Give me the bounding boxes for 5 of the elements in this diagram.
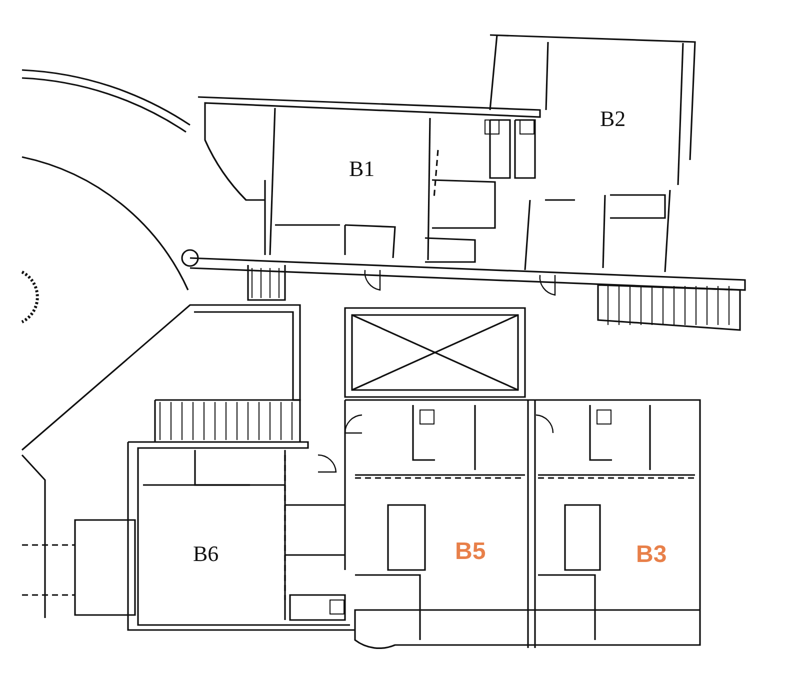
unit-label: B5	[455, 540, 486, 564]
unit-label: B2	[600, 108, 626, 130]
unit-label: B1	[349, 158, 375, 180]
unit-label: B6	[193, 543, 219, 565]
unit-label: B3	[636, 543, 667, 567]
